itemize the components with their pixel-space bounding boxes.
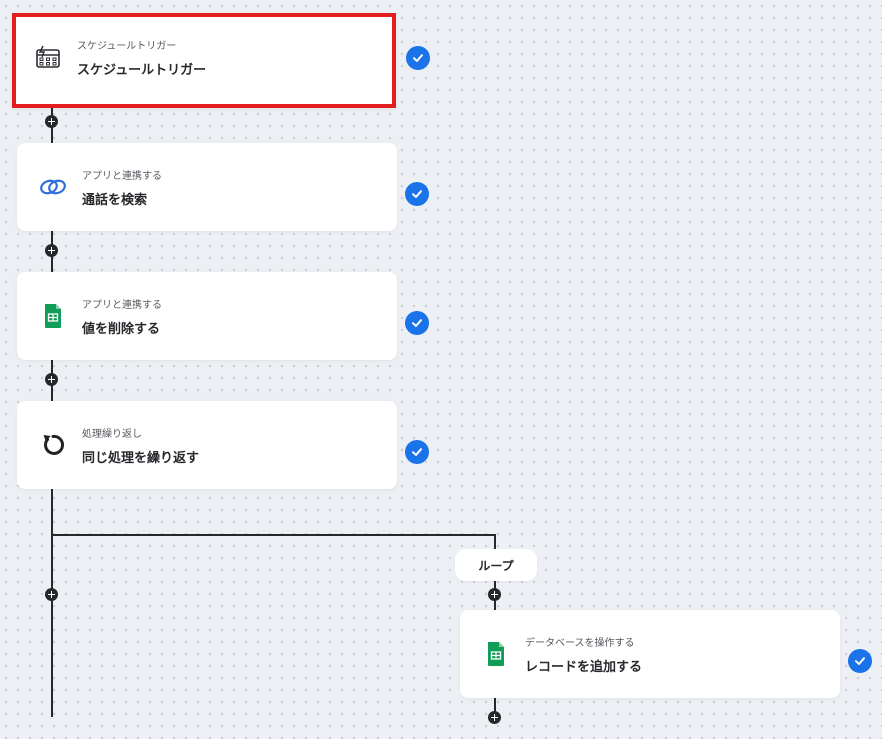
zoho-link-icon (39, 173, 67, 201)
google-sheets-icon (482, 640, 510, 668)
flow-step-delete-values[interactable]: アプリと連携する 値を削除する (17, 272, 397, 360)
google-sheets-icon (39, 302, 67, 330)
step-subtitle: アプリと連携する (82, 171, 162, 182)
add-step-button[interactable] (45, 115, 58, 128)
check-icon (406, 46, 430, 70)
loop-label[interactable]: ループ (455, 549, 537, 581)
flow-step-add-record[interactable]: データベースを操作する レコードを追加する (460, 610, 840, 698)
add-step-button[interactable] (488, 711, 501, 724)
loop-arrow-icon (39, 431, 67, 459)
check-icon (405, 311, 429, 335)
add-step-button[interactable] (45, 588, 58, 601)
flow-step-search-calls[interactable]: アプリと連携する 通話を検索 (17, 143, 397, 231)
step-subtitle: アプリと連携する (82, 300, 162, 311)
connector-line-loop-inner-bottom (494, 696, 496, 718)
step-subtitle: データベースを操作する (525, 638, 635, 649)
add-step-button[interactable] (45, 244, 58, 257)
check-icon (405, 182, 429, 206)
check-icon (848, 649, 872, 673)
calendar-icon (34, 43, 62, 71)
connector-line-loop-branch-down (494, 534, 496, 550)
step-title: 同じ処理を繰り返す (82, 451, 200, 466)
step-title: 通話を検索 (82, 193, 148, 208)
add-step-button[interactable] (45, 373, 58, 386)
connector-line-loop-branch (51, 534, 496, 536)
step-title: 値を削除する (82, 322, 161, 337)
step-subtitle: 処理繰り返し (82, 429, 142, 440)
step-title: レコードを追加する (525, 660, 643, 675)
add-step-button[interactable] (488, 588, 501, 601)
flow-step-schedule-trigger[interactable]: スケジュールトリガー スケジュールトリガー (12, 13, 396, 108)
flow-step-repeat[interactable]: 処理繰り返し 同じ処理を繰り返す (17, 401, 397, 489)
check-icon (405, 440, 429, 464)
step-title: スケジュールトリガー (77, 63, 207, 78)
step-subtitle: スケジュールトリガー (77, 41, 177, 52)
